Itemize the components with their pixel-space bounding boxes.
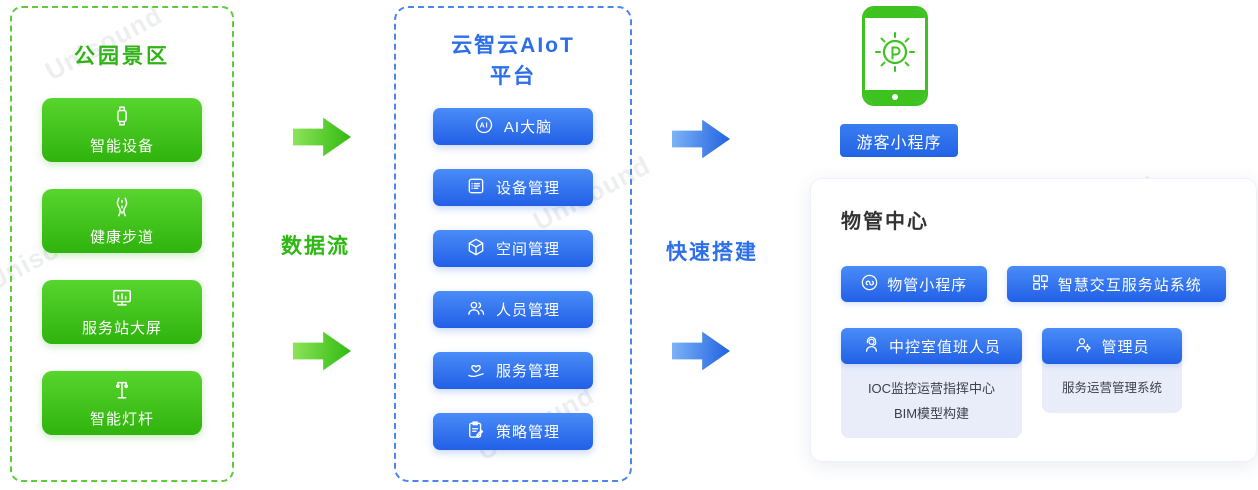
card-line: IOC监控运营指挥中心 [867,381,996,396]
park-panel-title: 公园景区 [74,45,170,68]
aiot-platform-title: 云智云AIoT 平台 [451,30,575,92]
aiot-title-line2: 平台 [490,65,536,88]
phone-screen [865,18,925,90]
park-item-list: 智能设备 健康步道 服务站大屏 智能灯杆 [42,98,202,435]
screen-chart-icon [111,287,133,313]
lamppost-icon [111,378,133,404]
aiot-module-label: 策略管理 [495,424,560,441]
control-room-card: 中控室值班人员 IOC监控运营指挥中心 BIM模型构建 [841,328,1022,438]
aiot-module-space-mgmt[interactable]: 空间管理 [433,230,593,267]
tourist-miniprogram-button[interactable]: 游客小程序 [840,124,958,157]
kiosk-grid-icon [1031,273,1050,296]
card-line: 服务运营管理系统 [1061,381,1162,395]
park-item-smart-devices[interactable]: 智能设备 [42,98,202,162]
aiot-module-label: 服务管理 [495,363,560,380]
space-cube-icon [466,237,486,261]
build-flow-arrow-bottom [672,331,730,371]
ai-brain-icon: AI [474,115,494,139]
phone-top-bezel [865,9,925,18]
admin-button[interactable]: 管理员 [1042,328,1182,364]
card-line: BIM模型构建 [893,406,970,421]
aiot-module-strategy-mgmt[interactable]: 策略管理 [433,413,593,450]
data-flow-arrow-bottom [293,331,351,371]
phone-bottom-bezel [865,90,925,103]
device-list-icon [466,176,486,200]
property-center-panel: 物管中心 物管小程序 智慧交互服务站系统 中 [810,178,1257,462]
property-cards: 中控室值班人员 IOC监控运营指挥中心 BIM模型构建 管理员 服务运营管理系统 [841,328,1226,438]
park-item-label: 服务站大屏 [81,319,162,337]
park-item-smart-lamppost[interactable]: 智能灯杆 [42,371,202,435]
property-miniprogram-button[interactable]: 物管小程序 [841,266,987,302]
aiot-module-list: AI AI大脑 设备管理 空间管理 人员管理 [433,108,593,450]
admin-card-lines: 服务运营管理系统 [1042,376,1182,401]
unisound-logo-icon [873,30,917,79]
service-heart-icon [466,359,486,383]
aiot-platform-panel: 云智云AIoT 平台 AI AI大脑 设备管理 空间管理 [394,6,632,482]
build-flow-label: 快速搭建 [666,241,758,264]
park-item-label: 智能灯杆 [89,410,154,428]
aiot-title-line1: 云智云AIoT [451,34,575,57]
aiot-module-ai-brain[interactable]: AI AI大脑 [433,108,593,145]
svg-text:AI: AI [480,121,489,129]
admin-button-label: 管理员 [1101,338,1150,356]
strategy-clipboard-icon [466,420,486,444]
aiot-module-personnel-mgmt[interactable]: 人员管理 [433,291,593,328]
control-room-staff-button[interactable]: 中控室值班人员 [841,328,1022,364]
property-center-title: 物管中心 [841,211,929,233]
admin-gear-icon [1074,335,1093,358]
park-item-label: 健康步道 [89,228,154,246]
property-button-row: 物管小程序 智慧交互服务站系统 [841,266,1226,302]
aiot-module-service-mgmt[interactable]: 服务管理 [433,352,593,389]
tourist-phone-illustration [862,6,928,106]
build-flow-arrow-top [672,119,730,159]
miniprogram-icon [860,273,879,296]
aiot-module-label: AI大脑 [503,119,553,136]
aiot-module-label: 空间管理 [495,241,560,258]
admin-card: 管理员 服务运营管理系统 [1042,328,1182,413]
people-icon [466,298,486,322]
data-flow-arrow-top [293,117,351,157]
smart-station-button-label: 智慧交互服务站系统 [1057,276,1202,294]
park-item-health-trail[interactable]: 健康步道 [42,189,202,253]
phone-home-button [892,93,898,100]
control-room-card-lines: IOC监控运营指挥中心 BIM模型构建 [841,376,1022,426]
park-item-service-screen[interactable]: 服务站大屏 [42,280,202,344]
smartwatch-icon [111,105,133,131]
operator-headset-icon [862,335,881,358]
aiot-module-label: 人员管理 [495,302,560,319]
aiot-module-device-mgmt[interactable]: 设备管理 [433,169,593,206]
smart-interactive-station-button[interactable]: 智慧交互服务站系统 [1006,266,1226,302]
property-button-label: 物管小程序 [887,276,968,294]
park-item-label: 智能设备 [89,137,154,155]
trail-icon [111,196,133,222]
data-flow-label: 数据流 [281,235,350,258]
control-room-staff-label: 中控室值班人员 [888,338,1001,356]
park-area-panel: 公园景区 智能设备 健康步道 服务站大屏 [10,6,234,482]
aiot-module-label: 设备管理 [495,180,560,197]
